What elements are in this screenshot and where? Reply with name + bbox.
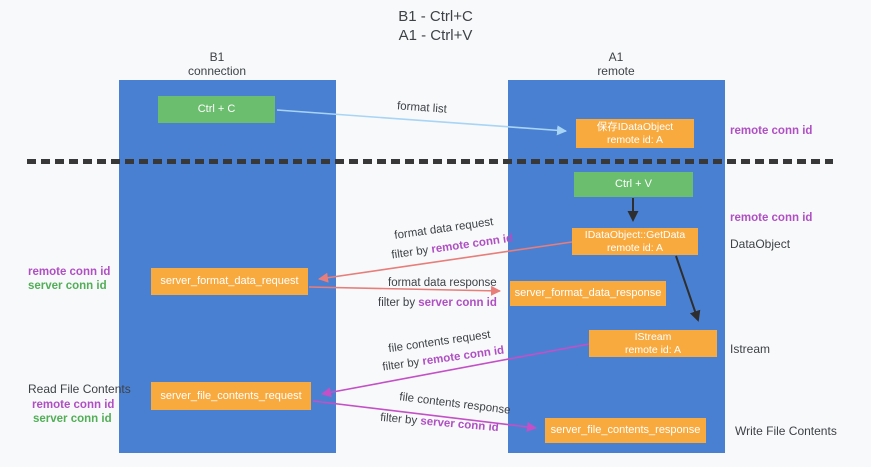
node-server-file-contents-response-label: server_file_contents_response: [550, 424, 701, 436]
filter-value-remote-conn-id: remote conn id: [430, 232, 514, 256]
label-file-contents-response: file contents response: [398, 391, 512, 417]
title-line-1: B1 - Ctrl+C: [398, 8, 473, 25]
node-idataobject-getdata-line1: IDataObject::GetData: [584, 228, 686, 241]
label-server-conn-id-left-2: server conn id: [33, 413, 112, 425]
label-remote-conn-id-left-1: remote conn id: [28, 266, 111, 278]
label-format-data-response: format data response: [388, 277, 497, 289]
node-server-file-contents-response: server_file_contents_response: [545, 418, 706, 443]
node-idataobject-getdata-line2: remote id: A: [606, 241, 664, 254]
node-server-file-contents-request: server_file_contents_request: [151, 382, 311, 410]
diagram-title: B1 - Ctrl+C A1 - Ctrl+V: [0, 7, 871, 45]
label-format-data-response-filter: filter by server conn id: [378, 297, 497, 309]
node-ctrl-c-label: Ctrl + C: [197, 103, 236, 115]
label-read-file-contents: Read File Contents: [28, 382, 131, 396]
filter-prefix: filter by: [381, 355, 424, 374]
lane-a1-title: A1: [608, 50, 624, 64]
node-server-format-data-response: server_format_data_response: [510, 281, 666, 306]
node-istream-line2: remote id: A: [624, 343, 682, 356]
label-format-list: format list: [396, 100, 448, 116]
node-ctrl-v-label: Ctrl + V: [615, 178, 652, 190]
filter-prefix: filter by: [379, 411, 421, 428]
lane-header-a1: A1 remote: [546, 50, 686, 78]
label-server-conn-id-left-1: server conn id: [28, 280, 107, 292]
label-istream: Istream: [730, 342, 771, 356]
lane-b1-subtitle: connection: [187, 64, 247, 78]
node-istream-line1: IStream: [634, 330, 672, 343]
node-idataobject-getdata: IDataObject::GetData remote id: A: [572, 228, 698, 255]
node-ctrl-c: Ctrl + C: [158, 96, 275, 123]
lane-a1-subtitle: remote: [597, 64, 635, 78]
lane-header-b1: B1 connection: [147, 50, 287, 78]
node-istream: IStream remote id: A: [589, 330, 717, 357]
label-remote-conn-id-left-2: remote conn id: [32, 399, 115, 411]
filter-prefix: filter by: [378, 297, 419, 309]
label-write-file-contents: Write File Contents: [735, 424, 837, 438]
lane-b1-title: B1: [209, 50, 225, 64]
label-remote-conn-id-top-right: remote conn id: [730, 125, 813, 137]
label-remote-conn-id-mid-right: remote conn id: [730, 212, 813, 224]
node-server-format-data-response-label: server_format_data_response: [514, 287, 662, 299]
node-server-format-data-request-label: server_format_data_request: [160, 275, 299, 287]
filter-value-server-conn-id: server conn id: [419, 415, 500, 435]
node-save-idataobject-line2: remote id: A: [606, 133, 664, 146]
node-save-idataobject-line1: 保存IDataObject: [596, 120, 674, 133]
node-save-idataobject: 保存IDataObject remote id: A: [576, 119, 694, 148]
dashed-divider: [27, 159, 833, 164]
filter-value-server-conn-id: server conn id: [418, 297, 497, 309]
filter-prefix: filter by: [390, 243, 433, 262]
label-file-contents-response-filter: filter by server conn id: [380, 412, 499, 434]
node-server-file-contents-request-label: server_file_contents_request: [160, 389, 302, 402]
title-line-2: A1 - Ctrl+V: [398, 27, 473, 44]
node-server-format-data-request: server_format_data_request: [151, 268, 308, 295]
label-dataobject: DataObject: [730, 237, 791, 251]
node-ctrl-v: Ctrl + V: [574, 172, 693, 197]
